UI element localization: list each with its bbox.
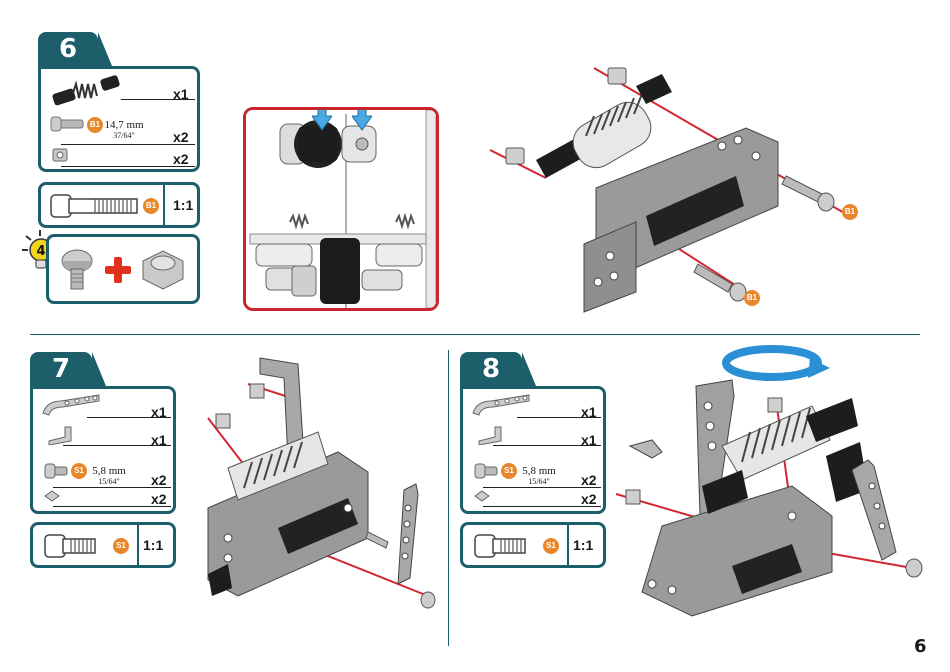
bolt-head-icon: [59, 247, 95, 293]
down-arrow-icon: [312, 107, 332, 132]
screw-part-icon: [49, 115, 85, 133]
scale-ratio: 1:1: [573, 537, 593, 553]
step-6-assembly-illustration: [486, 56, 866, 316]
shock-absorber-part-icon: [49, 75, 125, 109]
part-qty: x2: [581, 472, 597, 488]
nut-part-icon: [51, 147, 69, 163]
step-number: 8: [482, 354, 500, 384]
part-qty: x2: [581, 491, 597, 507]
part-badge: S1: [71, 463, 87, 479]
step-7-scale-box: S1 1:1: [30, 522, 176, 568]
step-8-tab: 8: [460, 352, 522, 386]
small-screw-part-icon: [43, 463, 69, 479]
step-6-scale-box: B1 1:1: [38, 182, 200, 228]
curved-strip-part-icon: [471, 393, 531, 417]
screw-scale-icon: [473, 533, 529, 559]
down-arrow-icon: [352, 107, 372, 132]
step-6-detail-box: [243, 107, 439, 311]
part-qty: x2: [151, 491, 167, 507]
step-7-tab: 7: [30, 352, 92, 386]
part-qty: x1: [581, 404, 597, 420]
horizontal-divider: [30, 334, 920, 335]
shock-mount-detail-illustration: [246, 110, 436, 308]
step-7-assembly-illustration: [188, 348, 444, 614]
plus-icon: [103, 255, 133, 285]
step-6-tab: 6: [38, 32, 98, 66]
scale-divider: [163, 185, 165, 225]
scale-badge: B1: [143, 198, 159, 214]
screw-scale-icon: [49, 193, 141, 219]
scale-badge: S1: [113, 538, 129, 554]
page-number: 6: [914, 636, 927, 657]
part-qty: x2: [173, 151, 189, 167]
part-qty: x1: [581, 432, 597, 448]
tip-box: [46, 234, 200, 304]
screw-scale-icon: [43, 533, 99, 559]
angle-bracket-part-icon: [45, 423, 75, 445]
step-number: 7: [52, 354, 70, 384]
scale-divider: [567, 525, 569, 565]
square-nut-icon: [137, 245, 189, 293]
part-qty: x2: [151, 472, 167, 488]
tip-number: 4: [36, 244, 45, 259]
screw-badge: B1: [842, 204, 858, 220]
part-qty: x1: [151, 432, 167, 448]
vertical-divider: [448, 350, 449, 646]
step-8-scale-box: S1 1:1: [460, 522, 606, 568]
nut-part-icon: [473, 489, 491, 503]
scale-ratio: 1:1: [143, 537, 163, 553]
step-number: 6: [59, 34, 77, 64]
curved-strip-part-icon: [41, 393, 101, 417]
scale-ratio: 1:1: [173, 197, 193, 213]
part-badge: B1: [87, 117, 103, 133]
part-qty: x1: [173, 86, 189, 102]
screw-badge: B1: [744, 290, 760, 306]
part-qty: x2: [173, 129, 189, 145]
angle-bracket-part-icon: [475, 423, 505, 445]
scale-divider: [137, 525, 139, 565]
part-qty: x1: [151, 404, 167, 420]
scale-badge: S1: [543, 538, 559, 554]
nut-part-icon: [43, 489, 61, 503]
part-badge: S1: [501, 463, 517, 479]
step-8-assembly-illustration: [612, 376, 928, 620]
small-screw-part-icon: [473, 463, 499, 479]
